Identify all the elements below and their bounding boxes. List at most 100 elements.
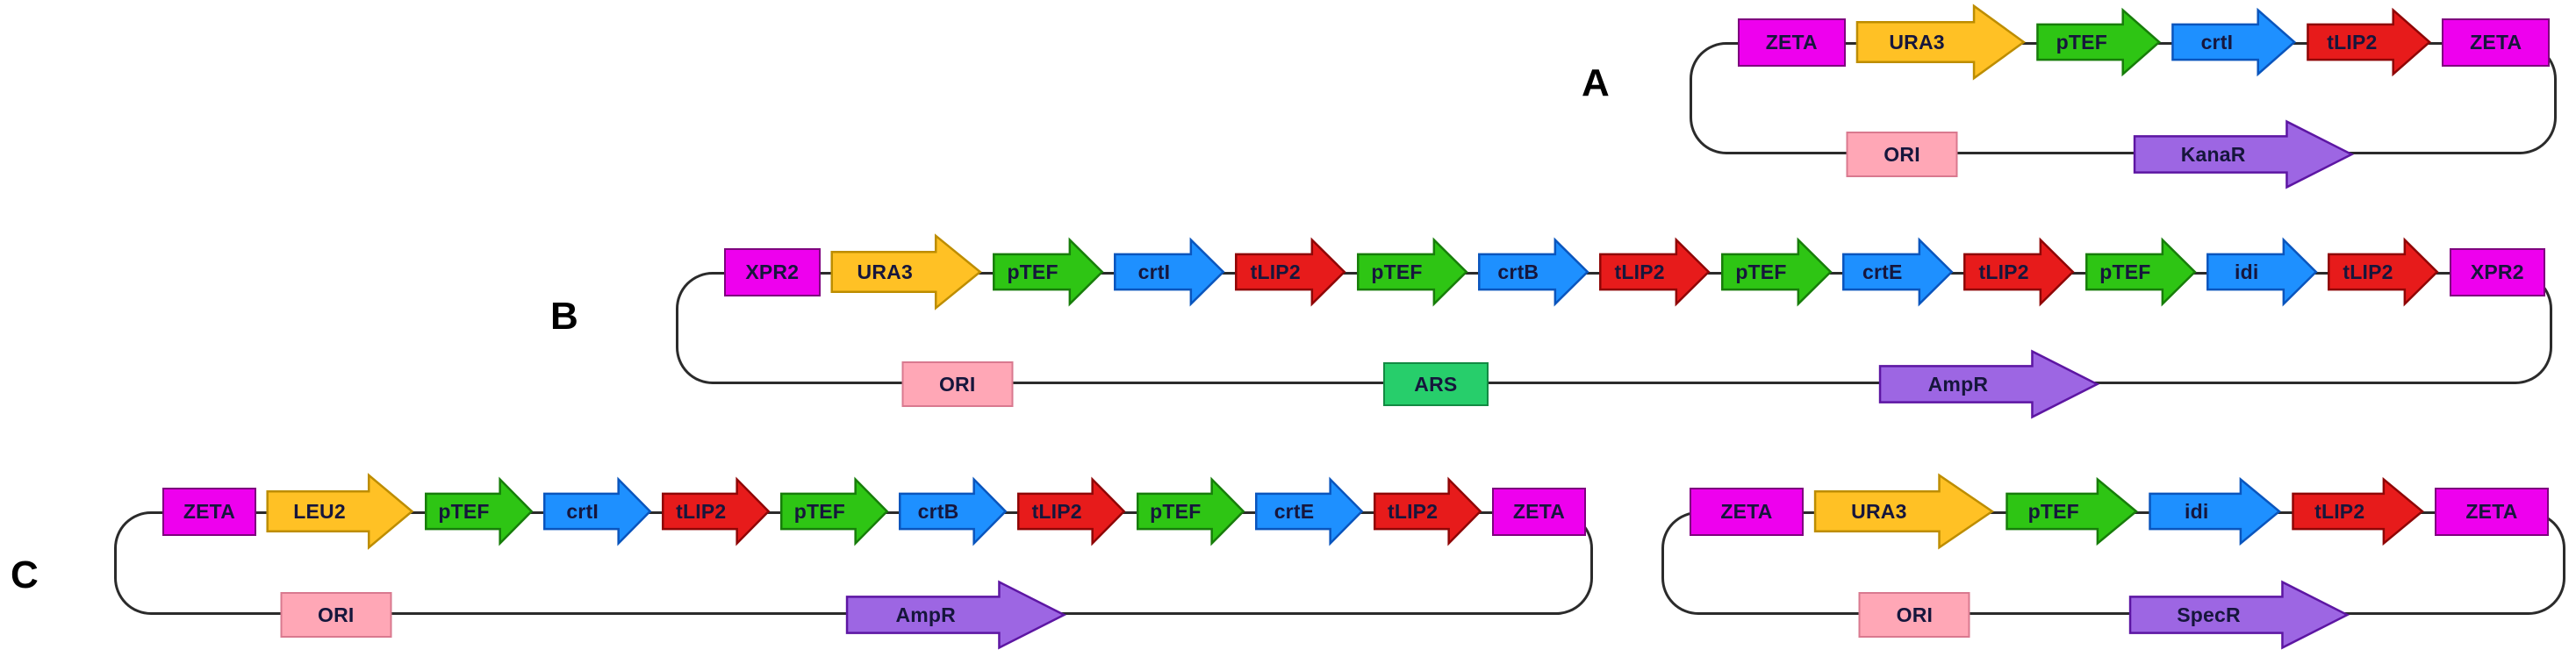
gene-box-ori: ORI	[280, 592, 392, 638]
gene-label: pTEF	[1150, 499, 1202, 523]
right-arrow-shape	[543, 477, 652, 546]
gene-label: pTEF	[2099, 260, 2151, 283]
right-arrow-shape	[780, 477, 889, 546]
right-arrow-shape	[1813, 473, 1996, 550]
gene-box-zeta: ZETA	[2442, 18, 2551, 67]
gene-arrow-tlip2: tLIP2	[2307, 8, 2432, 76]
gene-arrow-crtb: crtB	[899, 477, 1008, 546]
right-arrow-shape	[1478, 238, 1589, 306]
right-arrow-shape	[1374, 477, 1482, 546]
gene-label: crtI	[2200, 30, 2234, 54]
gene-arrow-ptef: pTEF	[425, 477, 534, 546]
gene-arrow-kanar: KanaR	[2133, 119, 2357, 189]
gene-arrow-ura3: URA3	[1855, 4, 2027, 81]
gene-arrow-ptef: pTEF	[780, 477, 889, 546]
right-arrow-shape	[1114, 238, 1225, 306]
gene-label: pTEF	[2056, 30, 2107, 54]
panel-b-label: B	[550, 295, 578, 338]
right-arrow-shape	[1137, 477, 1245, 546]
gene-box-zeta: ZETA	[162, 487, 256, 536]
panel-c-label: C	[11, 553, 39, 596]
plasmid-b-top-genes: XPR2 URA3 pTEF crtI tLIP2 pTEF crtB tLIP2 pTEF cr…	[676, 233, 2552, 311]
gene-arrow-ptef: pTEF	[1721, 238, 1833, 306]
gene-arrow-crte: crtE	[1842, 238, 1954, 306]
right-arrow-shape	[2085, 238, 2197, 306]
gene-label: URA3	[1889, 30, 1945, 54]
gene-box-ars: ARS	[1382, 362, 1489, 406]
right-arrow-shape	[1963, 238, 2075, 306]
gene-label: URA3	[1851, 499, 1907, 523]
gene-label: tLIP2	[1250, 260, 1301, 283]
gene-label: ORI	[1896, 603, 1934, 626]
right-arrow-shape	[1855, 4, 2027, 81]
gene-arrow-crti: crtI	[2171, 8, 2297, 76]
right-arrow-shape	[993, 238, 1104, 306]
gene-label: ZETA	[1720, 499, 1773, 523]
gene-arrow-ptef: pTEF	[1357, 238, 1468, 306]
gene-label: tLIP2	[676, 499, 727, 523]
gene-label: ORI	[318, 603, 355, 626]
gene-label: AmpR	[895, 603, 956, 626]
gene-label: ZETA	[2470, 30, 2522, 54]
gene-label: tLIP2	[2327, 30, 2378, 54]
gene-label: ZETA	[1765, 30, 1818, 54]
right-arrow-shape	[2128, 580, 2352, 650]
gene-arrow-tlip2: tLIP2	[1599, 238, 1711, 306]
gene-arrow-crti: crtI	[543, 477, 652, 546]
right-arrow-shape	[266, 473, 415, 550]
gene-arrow-crtb: crtB	[1478, 238, 1589, 306]
gene-label: ORI	[938, 372, 976, 396]
right-arrow-shape	[2171, 8, 2297, 76]
gene-label: ARS	[1414, 372, 1458, 396]
gene-label: AmpR	[1927, 372, 1989, 396]
gene-arrow-crti: crtI	[1114, 238, 1225, 306]
gene-label: pTEF	[1007, 260, 1058, 283]
gene-arrow-ampr: AmpR	[1877, 349, 2101, 419]
gene-arrow-ptef: pTEF	[2036, 8, 2162, 76]
gene-arrow-ura3: URA3	[1813, 473, 1996, 550]
gene-label: pTEF	[793, 499, 846, 523]
right-arrow-shape	[2307, 8, 2432, 76]
right-arrow-shape	[425, 477, 534, 546]
gene-label: crtB	[1497, 260, 1539, 283]
gene-label: ZETA	[183, 499, 236, 523]
gene-label: pTEF	[438, 499, 490, 523]
gene-label: ZETA	[1512, 499, 1566, 523]
right-arrow-shape	[1357, 238, 1468, 306]
gene-arrow-ptef: pTEF	[1137, 477, 1245, 546]
gene-box-zeta: ZETA	[1690, 487, 1804, 536]
gene-box-xpr2: XPR2	[2449, 247, 2546, 296]
right-arrow-shape	[845, 580, 1069, 650]
gene-box-ori: ORI	[1846, 132, 1958, 177]
gene-label: KanaR	[2180, 142, 2246, 166]
right-arrow-shape	[2006, 477, 2139, 546]
gene-label: XPR2	[2470, 260, 2524, 283]
gene-label: tLIP2	[2314, 499, 2365, 523]
panel-a-label: A	[1582, 61, 1610, 104]
gene-arrow-ptef: pTEF	[993, 238, 1104, 306]
gene-arrow-tlip2: tLIP2	[1017, 477, 1126, 546]
gene-arrow-specr: SpecR	[2128, 580, 2352, 650]
gene-arrow-tlip2: tLIP2	[2292, 477, 2425, 546]
gene-label: tLIP2	[1614, 260, 1665, 283]
gene-label: crtE	[1862, 260, 1903, 283]
right-arrow-shape	[2206, 238, 2318, 306]
right-arrow-shape	[1877, 349, 2101, 419]
gene-label: tLIP2	[2343, 260, 2393, 283]
gene-label: pTEF	[1735, 260, 1787, 283]
right-arrow-shape	[2036, 8, 2162, 76]
gene-arrow-ura3: URA3	[830, 233, 983, 311]
right-arrow-shape	[1721, 238, 1833, 306]
gene-label: idi	[2234, 260, 2259, 283]
gene-arrow-tlip2: tLIP2	[1374, 477, 1482, 546]
gene-label: SpecR	[2177, 603, 2241, 626]
right-arrow-shape	[830, 233, 983, 311]
gene-arrow-idi: idi	[2149, 477, 2282, 546]
gene-box-ori: ORI	[901, 361, 1014, 407]
gene-arrow-tlip2: tLIP2	[1963, 238, 2075, 306]
gene-arrow-tlip2: tLIP2	[1235, 238, 1346, 306]
